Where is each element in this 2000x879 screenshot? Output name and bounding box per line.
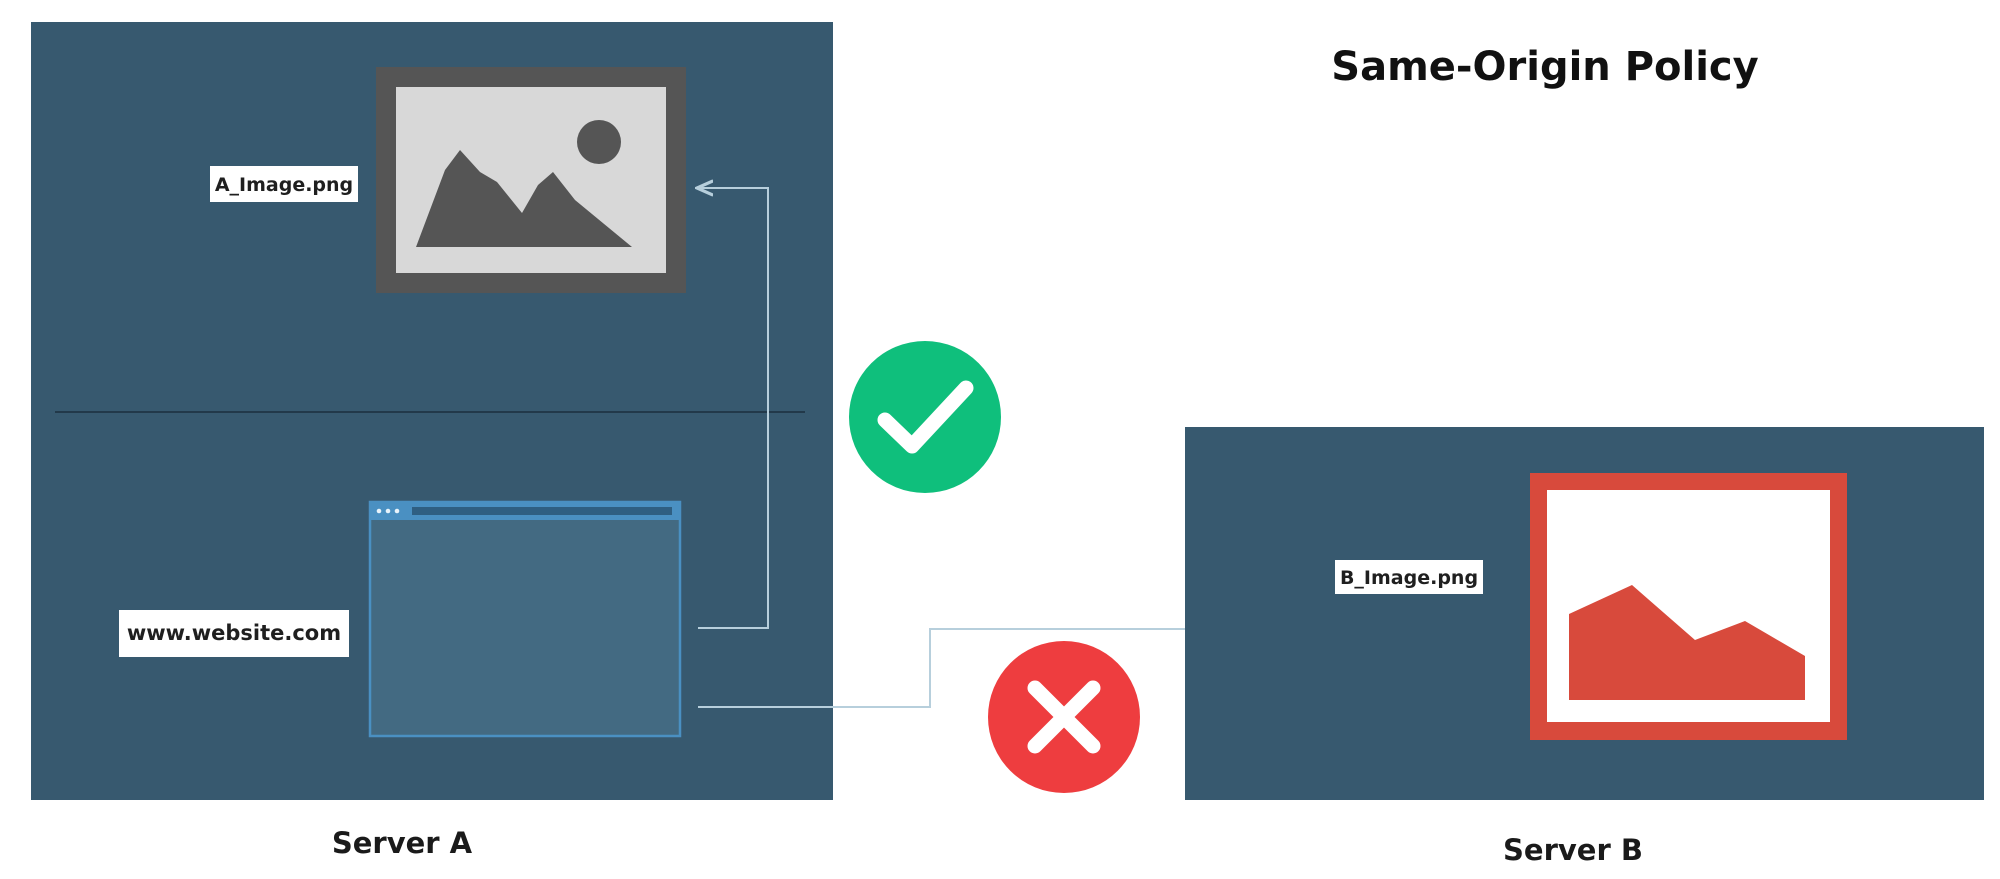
mountain-icon — [1569, 585, 1805, 700]
b-image-label-text: B_Image.png — [1340, 567, 1478, 589]
b-image-picture — [1530, 473, 1847, 740]
a-image-label-text: A_Image.png — [215, 174, 353, 196]
b-image-label: B_Image.png — [1335, 560, 1483, 594]
diagram-title: Same-Origin Policy — [1331, 44, 1758, 90]
server-b-label: Server B — [1503, 833, 1643, 867]
sun-icon — [577, 120, 621, 164]
browser-dot-icon — [376, 508, 382, 514]
website-label: www.website.com — [119, 610, 349, 657]
website-label-text: www.website.com — [127, 621, 341, 645]
cross-icon — [988, 641, 1140, 793]
mountain-icon — [416, 150, 632, 247]
allowed-connector — [697, 188, 769, 629]
browser-window — [368, 500, 682, 738]
check-icon — [849, 341, 1001, 493]
a-image-picture — [376, 67, 686, 293]
server-a-label: Server A — [332, 826, 473, 860]
a-image-label: A_Image.png — [210, 166, 358, 202]
browser-dot-icon — [385, 508, 391, 514]
browser-dot-icon — [394, 508, 400, 514]
browser-address-bar — [412, 507, 672, 515]
